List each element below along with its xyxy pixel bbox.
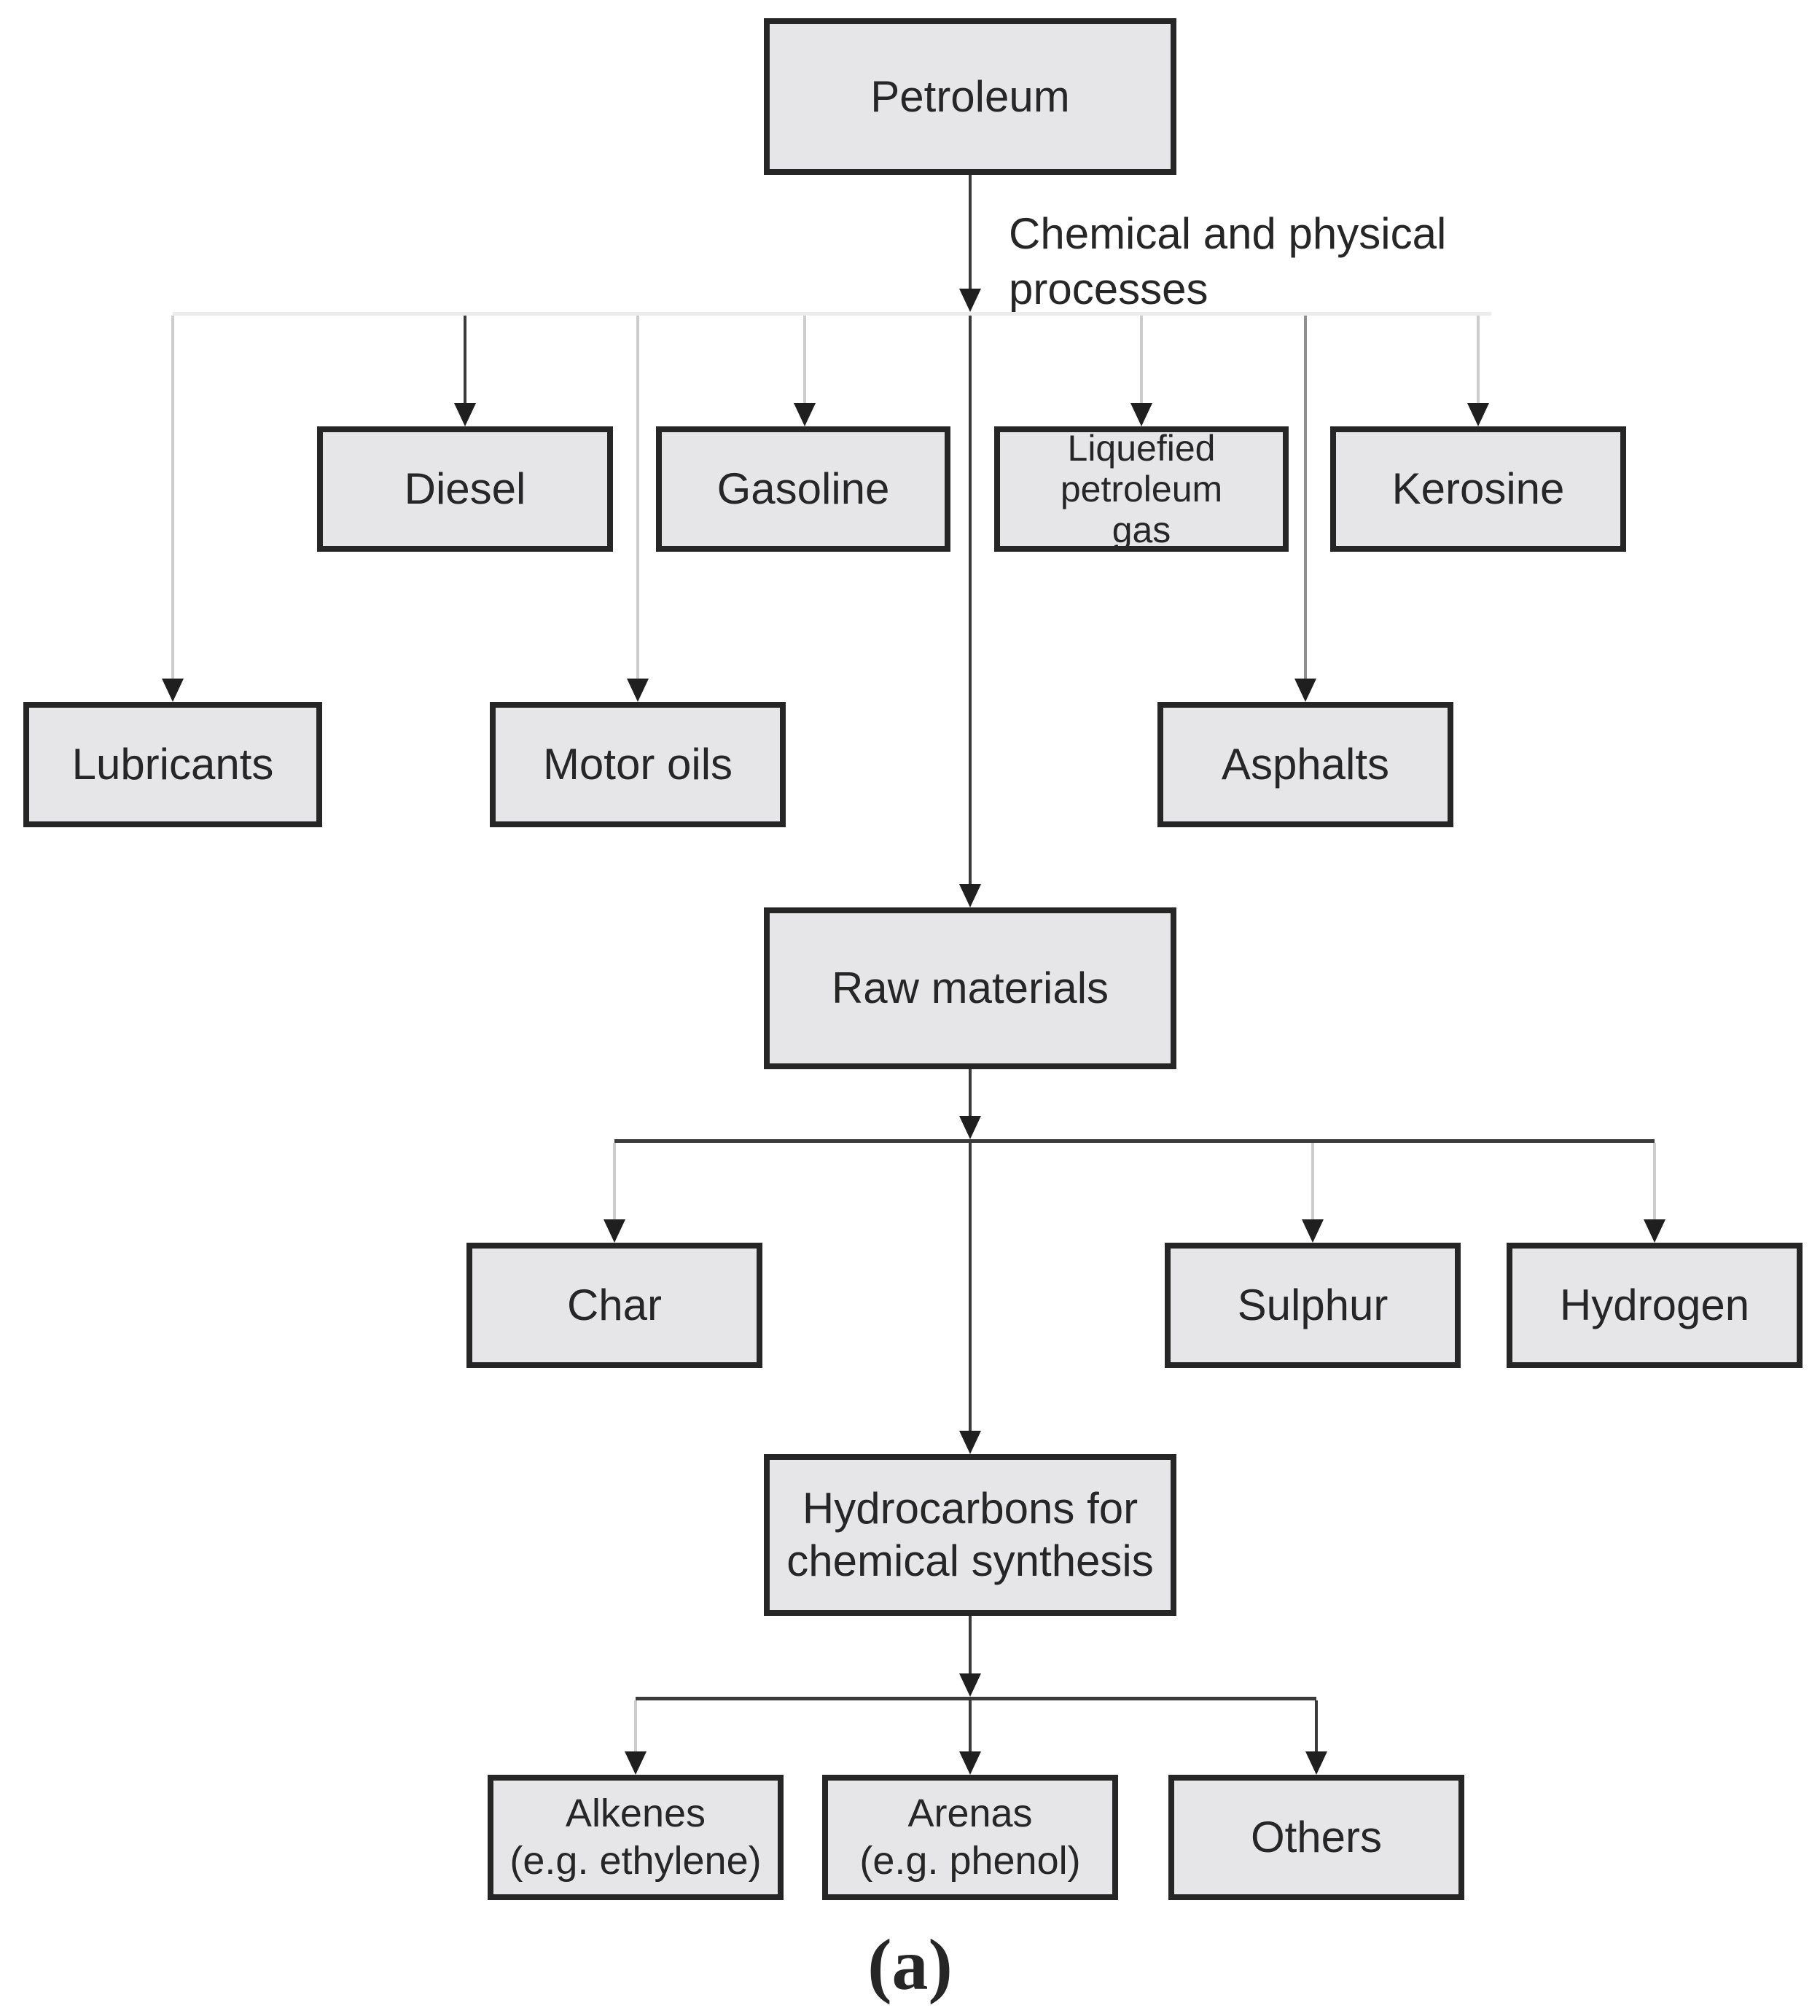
node-sulphur-label: Sulphur: [1237, 1281, 1389, 1329]
edge-petroleum-to-line1: [969, 175, 972, 289]
edge-line3-to-alkenes: [634, 1700, 637, 1751]
edge-raw-materials-to-line2: [969, 1069, 972, 1116]
edge-line1-to-lpg: [1140, 316, 1143, 403]
node-hydrogen: Hydrogen: [1507, 1243, 1803, 1368]
node-arenas: Arenas (e.g. phenol): [822, 1775, 1118, 1900]
node-alkenes-label: Alkenes (e.g. ethylene): [509, 1792, 762, 1883]
edge-line2-to-sulphur: [1311, 1143, 1314, 1219]
distribution-line-2: [614, 1139, 1655, 1143]
node-others-label: Others: [1250, 1813, 1383, 1861]
edge-line1-to-kerosine: [1477, 316, 1480, 403]
node-gasoline: Gasoline: [656, 426, 950, 552]
edge-hydrocarbons-to-line3: [969, 1616, 972, 1673]
edge-line1-to-raw-materials: [969, 316, 972, 884]
node-lubricants-label: Lubricants: [71, 740, 274, 789]
node-hydrocarbons: Hydrocarbons for chemical synthesis: [764, 1454, 1176, 1616]
node-alkenes: Alkenes (e.g. ethylene): [488, 1775, 784, 1900]
edge-line2-to-hydrogen: [1653, 1143, 1656, 1219]
node-liquefied-petroleum-gas: Liquefied petroleum gas: [994, 426, 1289, 552]
node-arenas-label: Arenas (e.g. phenol): [859, 1792, 1081, 1883]
edge-line2-to-hydrocarbons: [969, 1143, 972, 1431]
node-kerosine-label: Kerosine: [1391, 464, 1565, 513]
arrowhead-to-diesel: [454, 403, 476, 426]
node-asphalts: Asphalts: [1157, 702, 1453, 827]
node-hydrogen-label: Hydrogen: [1559, 1281, 1750, 1329]
edge-line3-to-others: [1315, 1700, 1318, 1751]
distribution-line-1: [173, 312, 1491, 316]
node-petroleum: Petroleum: [764, 18, 1176, 175]
edge-line1-to-motor-oils: [636, 316, 639, 679]
node-char: Char: [466, 1243, 762, 1368]
node-petroleum-label: Petroleum: [870, 71, 1070, 121]
arrowhead-to-char: [604, 1219, 625, 1243]
node-sulphur: Sulphur: [1165, 1243, 1461, 1368]
node-diesel-label: Diesel: [404, 464, 526, 513]
arrowhead-to-kerosine: [1467, 403, 1489, 426]
node-asphalts-label: Asphalts: [1221, 740, 1390, 789]
edge-line2-to-char: [613, 1143, 616, 1219]
node-gasoline-label: Gasoline: [716, 464, 890, 513]
arrowhead-to-hydrocarbons: [959, 1431, 981, 1454]
edge-line1-to-gasoline: [803, 316, 806, 403]
node-motor-oils-label: Motor oils: [542, 740, 733, 789]
node-char-label: Char: [566, 1281, 663, 1329]
edge-line1-to-diesel: [464, 316, 466, 403]
arrowhead-to-gasoline: [794, 403, 816, 426]
edge-line1-to-asphalts: [1304, 316, 1307, 679]
edge-line3-to-arenas: [969, 1700, 972, 1751]
arrowhead-to-hydrogen: [1644, 1219, 1665, 1243]
figure-caption: (a): [867, 1924, 953, 2005]
node-raw-materials-label: Raw materials: [831, 964, 1109, 1012]
process-annotation: Chemical and physical processes: [1009, 209, 1447, 314]
node-liquefied-petroleum-gas-label: Liquefied petroleum gas: [1060, 428, 1223, 550]
arrowhead-to-motor-oils: [627, 679, 649, 702]
arrowhead-to-lubricants: [162, 679, 184, 702]
arrowhead-to-line2: [959, 1116, 981, 1139]
arrowhead-to-others: [1305, 1751, 1327, 1775]
node-others: Others: [1168, 1775, 1464, 1900]
node-raw-materials: Raw materials: [764, 907, 1176, 1069]
arrowhead-to-raw-materials: [959, 884, 981, 907]
arrowhead-to-sulphur: [1302, 1219, 1324, 1243]
arrowhead-to-alkenes: [625, 1751, 647, 1775]
node-lubricants: Lubricants: [23, 702, 322, 827]
distribution-line-3: [636, 1697, 1316, 1700]
arrowhead-to-line1: [959, 289, 981, 312]
node-motor-oils: Motor oils: [490, 702, 786, 827]
node-hydrocarbons-label: Hydrocarbons for chemical synthesis: [786, 1484, 1154, 1585]
arrowhead-to-asphalts: [1294, 679, 1316, 702]
edge-line1-to-lubricants: [171, 316, 174, 679]
arrowhead-to-lpg: [1130, 403, 1152, 426]
node-kerosine: Kerosine: [1330, 426, 1626, 552]
node-diesel: Diesel: [317, 426, 613, 552]
arrowhead-to-arenas: [959, 1751, 981, 1775]
arrowhead-to-line3: [959, 1673, 981, 1697]
